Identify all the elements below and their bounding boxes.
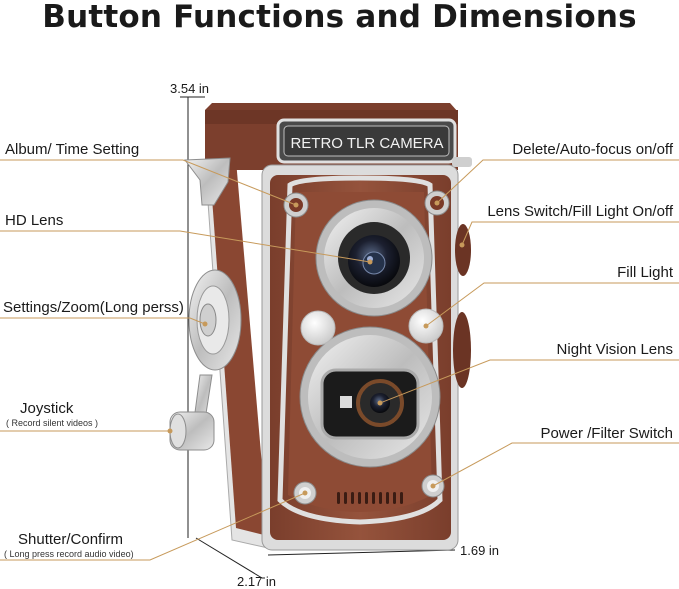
night-vision-lens-assembly: [299, 326, 441, 468]
label-joystick: Joystick: [20, 400, 74, 417]
label-album-time-setting: Album/ Time Setting: [5, 141, 140, 158]
label-settings-zoom: Settings/Zoom(Long perss): [3, 299, 184, 316]
dimension-depth: 1.69 in: [460, 543, 500, 558]
label-joystick-sub: ( Record silent videos ): [6, 418, 99, 428]
dimension-width: 2.17 in: [237, 574, 277, 589]
label-lens-switch: Lens Switch/Fill Light On/off: [487, 203, 673, 220]
leader-dots: [167, 200, 465, 496]
camera-badge: RETRO TLR CAMERA: [290, 135, 443, 152]
label-power-filter-switch: Power /Filter Switch: [540, 425, 673, 442]
page-title: Button Functions and Dimensions: [42, 0, 637, 35]
label-hd-lens: HD Lens: [5, 212, 64, 229]
camera-top: [205, 103, 458, 170]
album-clip: [184, 157, 231, 206]
label-shutter-sub: ( Long press record audio video): [4, 549, 134, 559]
label-shutter-confirm: Shutter/Confirm: [18, 531, 124, 548]
hd-lens-assembly: [315, 199, 433, 317]
leader-lines: [0, 159, 679, 561]
joystick-crank: [169, 374, 215, 451]
settings-dial: [188, 269, 242, 371]
speaker-grille: [337, 492, 403, 504]
label-delete-autofocus: Delete/Auto-focus on/off: [512, 141, 673, 158]
label-night-vision-lens: Night Vision Lens: [556, 341, 673, 358]
label-fill-light: Fill Light: [617, 264, 673, 281]
dimension-height: 3.54 in: [170, 81, 210, 96]
